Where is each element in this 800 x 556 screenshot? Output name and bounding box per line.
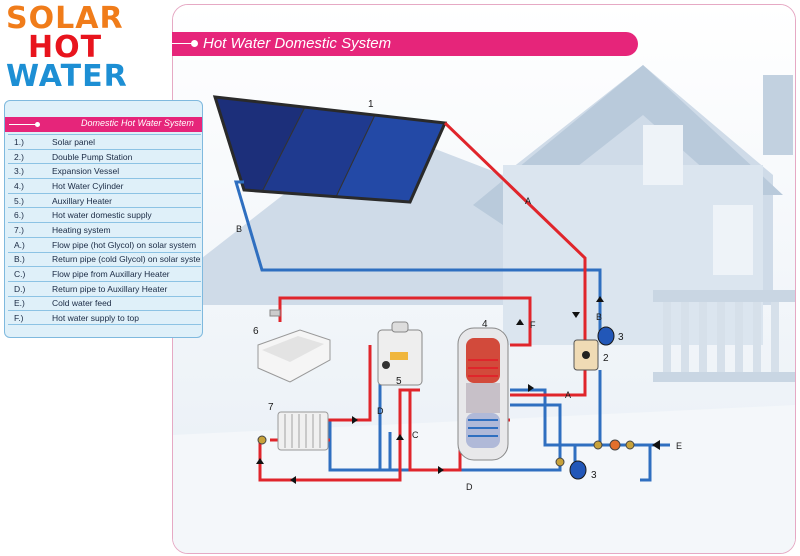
legend-row-num: 1.) <box>14 136 24 147</box>
auxiliary-heater <box>377 321 423 386</box>
legend-row: 1.) Solar panel <box>8 134 201 149</box>
legend-row: 4.) Hot Water Cylinder <box>8 178 201 193</box>
solar-panel <box>212 95 448 204</box>
label-D: D <box>377 406 384 416</box>
label-D2: D <box>466 482 473 492</box>
label-F: F <box>530 320 536 330</box>
legend-row-desc: Return pipe (cold Glycol) on solar syste… <box>52 254 201 265</box>
cold-pipes <box>233 180 670 482</box>
legend-row: 5.) Auxillary Heater <box>8 192 201 208</box>
legend-row-num: 7.) <box>14 224 24 235</box>
legend-row-num: A.) <box>14 239 25 250</box>
label-3: 3 <box>618 332 624 343</box>
expansion-vessel <box>569 326 615 480</box>
solar-hot-water-logo: SOLAR HOT WATER <box>6 1 176 94</box>
double-pump-station <box>573 339 599 371</box>
label-C: C <box>412 430 419 440</box>
legend-rows: 1.) Solar panel 2.) Double Pump Station 3.… <box>8 134 201 325</box>
legend-row: F.) Hot water supply to top <box>8 310 201 325</box>
header-dot <box>191 40 198 47</box>
logo-line-hot: HOT <box>28 30 103 65</box>
legend-row-num: C.) <box>14 269 26 280</box>
flow-arrows <box>256 296 660 484</box>
legend-row-num: 2.) <box>14 151 24 162</box>
label-A2: A <box>565 390 571 400</box>
legend-row-desc: Auxillary Heater <box>52 195 112 206</box>
legend-row: B.) Return pipe (cold Glycol) on solar sy… <box>8 251 201 267</box>
legend-row-num: 3.) <box>14 166 24 177</box>
legend-row-desc: Heating system <box>52 224 111 235</box>
label-E: E <box>676 441 682 451</box>
system-diagram: 1 2 3 3 4 5 6 7 A A B B C D D E F <box>212 95 682 492</box>
label-B2: B <box>596 312 602 322</box>
radiator <box>277 411 329 451</box>
label-7: 7 <box>268 402 274 413</box>
label-3b: 3 <box>591 470 597 481</box>
header-dot-line <box>172 43 194 44</box>
logo-line-solar: SOLAR <box>6 1 124 36</box>
label-2: 2 <box>603 353 609 364</box>
hot-water-cylinder <box>457 327 509 461</box>
legend-row: 2.) Double Pump Station <box>8 148 201 164</box>
legend-row-desc: Double Pump Station <box>52 151 133 162</box>
label-4: 4 <box>482 319 488 330</box>
diagram-frame <box>172 4 796 554</box>
legend-title: Domestic Hot Water System <box>81 118 194 128</box>
legend-row-desc: Solar panel <box>52 136 96 147</box>
legend-row-num: B.) <box>14 254 25 265</box>
legend-row-desc: Flow pipe (hot Glycol) on solar system <box>52 239 197 250</box>
valve-group <box>257 435 635 467</box>
legend-row: D.) Return pipe to Auxillary Heater <box>8 280 201 296</box>
header-bar: Hot Water Domestic System <box>172 32 638 56</box>
legend-dot <box>35 122 40 127</box>
legend-row: 7.) Heating system <box>8 222 201 237</box>
legend-row-num: 6.) <box>14 210 24 221</box>
legend-panel: Domestic Hot Water System 1.) Solar panel… <box>4 100 203 338</box>
legend-row-desc: Cold water feed <box>52 298 112 309</box>
legend-row-num: E.) <box>14 298 25 309</box>
legend-row-num: F.) <box>14 312 24 323</box>
label-B: B <box>236 224 242 234</box>
house-background <box>173 5 795 553</box>
label-A: A <box>525 196 531 206</box>
legend-row-desc: Flow pipe from Auxillary Heater <box>52 269 170 280</box>
label-5: 5 <box>396 376 402 387</box>
label-6: 6 <box>253 326 259 337</box>
logo-line-water: WATER <box>6 59 128 94</box>
legend-title-bar: Domestic Hot Water System <box>5 117 202 132</box>
legend-row: A.) Flow pipe (hot Glycol) on solar syste… <box>8 236 201 252</box>
legend-row-num: 4.) <box>14 180 24 191</box>
legend-row-desc: Hot Water Cylinder <box>52 180 124 191</box>
legend-row-desc: Hot water supply to top <box>52 312 139 323</box>
legend-row: 3.) Expansion Vessel <box>8 163 201 178</box>
label-1: 1 <box>368 99 374 110</box>
bathtub <box>257 309 331 383</box>
legend-row: 6.) Hot water domestic supply <box>8 207 201 222</box>
legend-row-num: 5.) <box>14 195 24 206</box>
legend-row-desc: Return pipe to Auxillary Heater <box>52 283 168 294</box>
legend-row-desc: Expansion Vessel <box>52 166 120 177</box>
header-title: Hot Water Domestic System <box>203 35 392 52</box>
legend-row: E.) Cold water feed <box>8 295 201 311</box>
legend-dot-line <box>9 124 37 125</box>
legend-row-num: D.) <box>14 283 26 294</box>
legend-row: C.) Flow pipe from Auxillary Heater <box>8 266 201 281</box>
legend-row-desc: Hot water domestic supply <box>52 210 152 221</box>
